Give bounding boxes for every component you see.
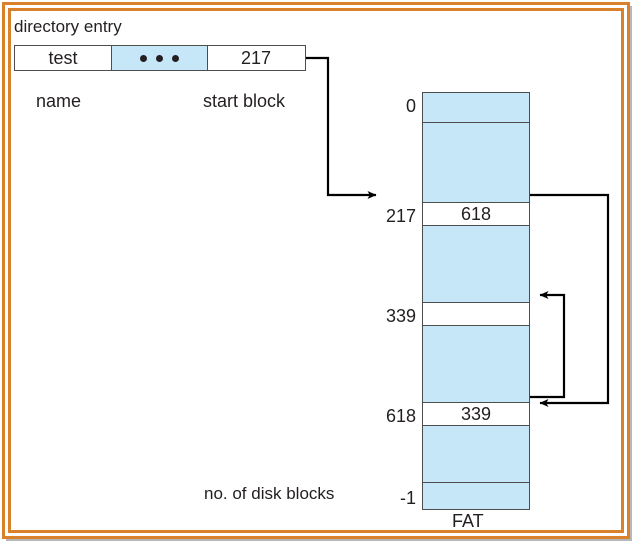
fat-row-gap-2 — [423, 226, 529, 303]
directory-entry-start-block-label: start block — [203, 91, 286, 111]
directory-entry-name-label: name — [36, 91, 82, 111]
fat-index-label-column: 0 217 339 618 -1 — [342, 92, 416, 512]
fat-table: 618 339 — [422, 92, 530, 510]
fat-index-label-0: 0 — [405, 96, 416, 116]
fat-row-217: 618 — [423, 203, 529, 226]
fat-index-label-618: 618 — [385, 406, 416, 426]
no-of-disk-blocks-label: no. of disk blocks — [204, 484, 335, 503]
directory-entry-title: directory entry — [14, 17, 122, 36]
figure-frame-gap — [6, 6, 626, 535]
directory-entry-start-block-cell: 217 — [240, 47, 272, 68]
fat-row-618: 339 — [423, 403, 529, 426]
figure-canvas: directory entry test 217 name start bloc… — [12, 12, 620, 529]
fat-index-label-217: 217 — [385, 206, 416, 226]
fat-row-0 — [423, 93, 529, 123]
fat-caption: FAT — [452, 511, 484, 529]
figure-shadow-right — [630, 6, 632, 541]
directory-entry-middle-cell — [111, 46, 208, 70]
directory-entry-row: test 217 — [14, 45, 306, 71]
fat-row-gap-3 — [423, 326, 529, 403]
fat-row-gap-1 — [423, 123, 529, 203]
fat-index-label-minus-1: -1 — [399, 488, 416, 508]
fat-row-339 — [423, 303, 529, 326]
connector-entry-217-to-entry-618 — [530, 193, 610, 407]
connector-entry-618-to-entry-339 — [530, 291, 566, 399]
fat-index-label-339: 339 — [385, 306, 416, 326]
directory-entry-name-cell: test — [48, 47, 78, 68]
fat-row-minus-1 — [423, 483, 529, 509]
fat-row-gap-4 — [423, 426, 529, 483]
three-dots-icon — [140, 54, 179, 62]
figure-shadow-bottom — [6, 539, 632, 541]
